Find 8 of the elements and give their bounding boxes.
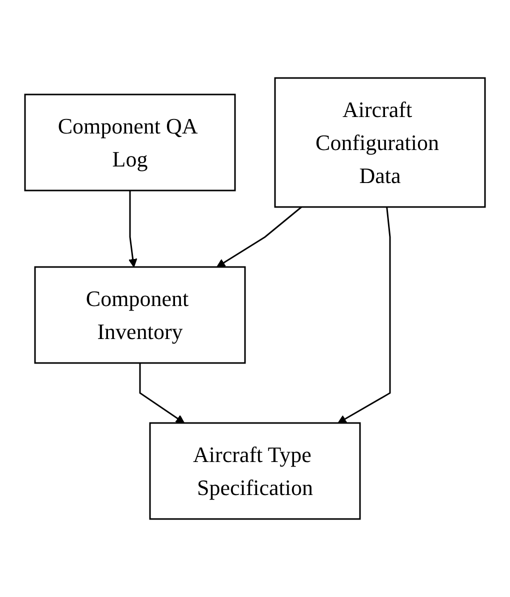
node-box: Aircraft Type Specification: [149, 422, 361, 520]
arrow: [128, 190, 138, 268]
node-box: Component Inventory: [34, 266, 246, 364]
node-box: Component QA Log: [24, 94, 236, 192]
arrow: [216, 206, 302, 268]
arrow: [338, 206, 391, 424]
node-box: Aircraft Configuration Data: [274, 77, 486, 208]
arrow: [139, 363, 185, 424]
